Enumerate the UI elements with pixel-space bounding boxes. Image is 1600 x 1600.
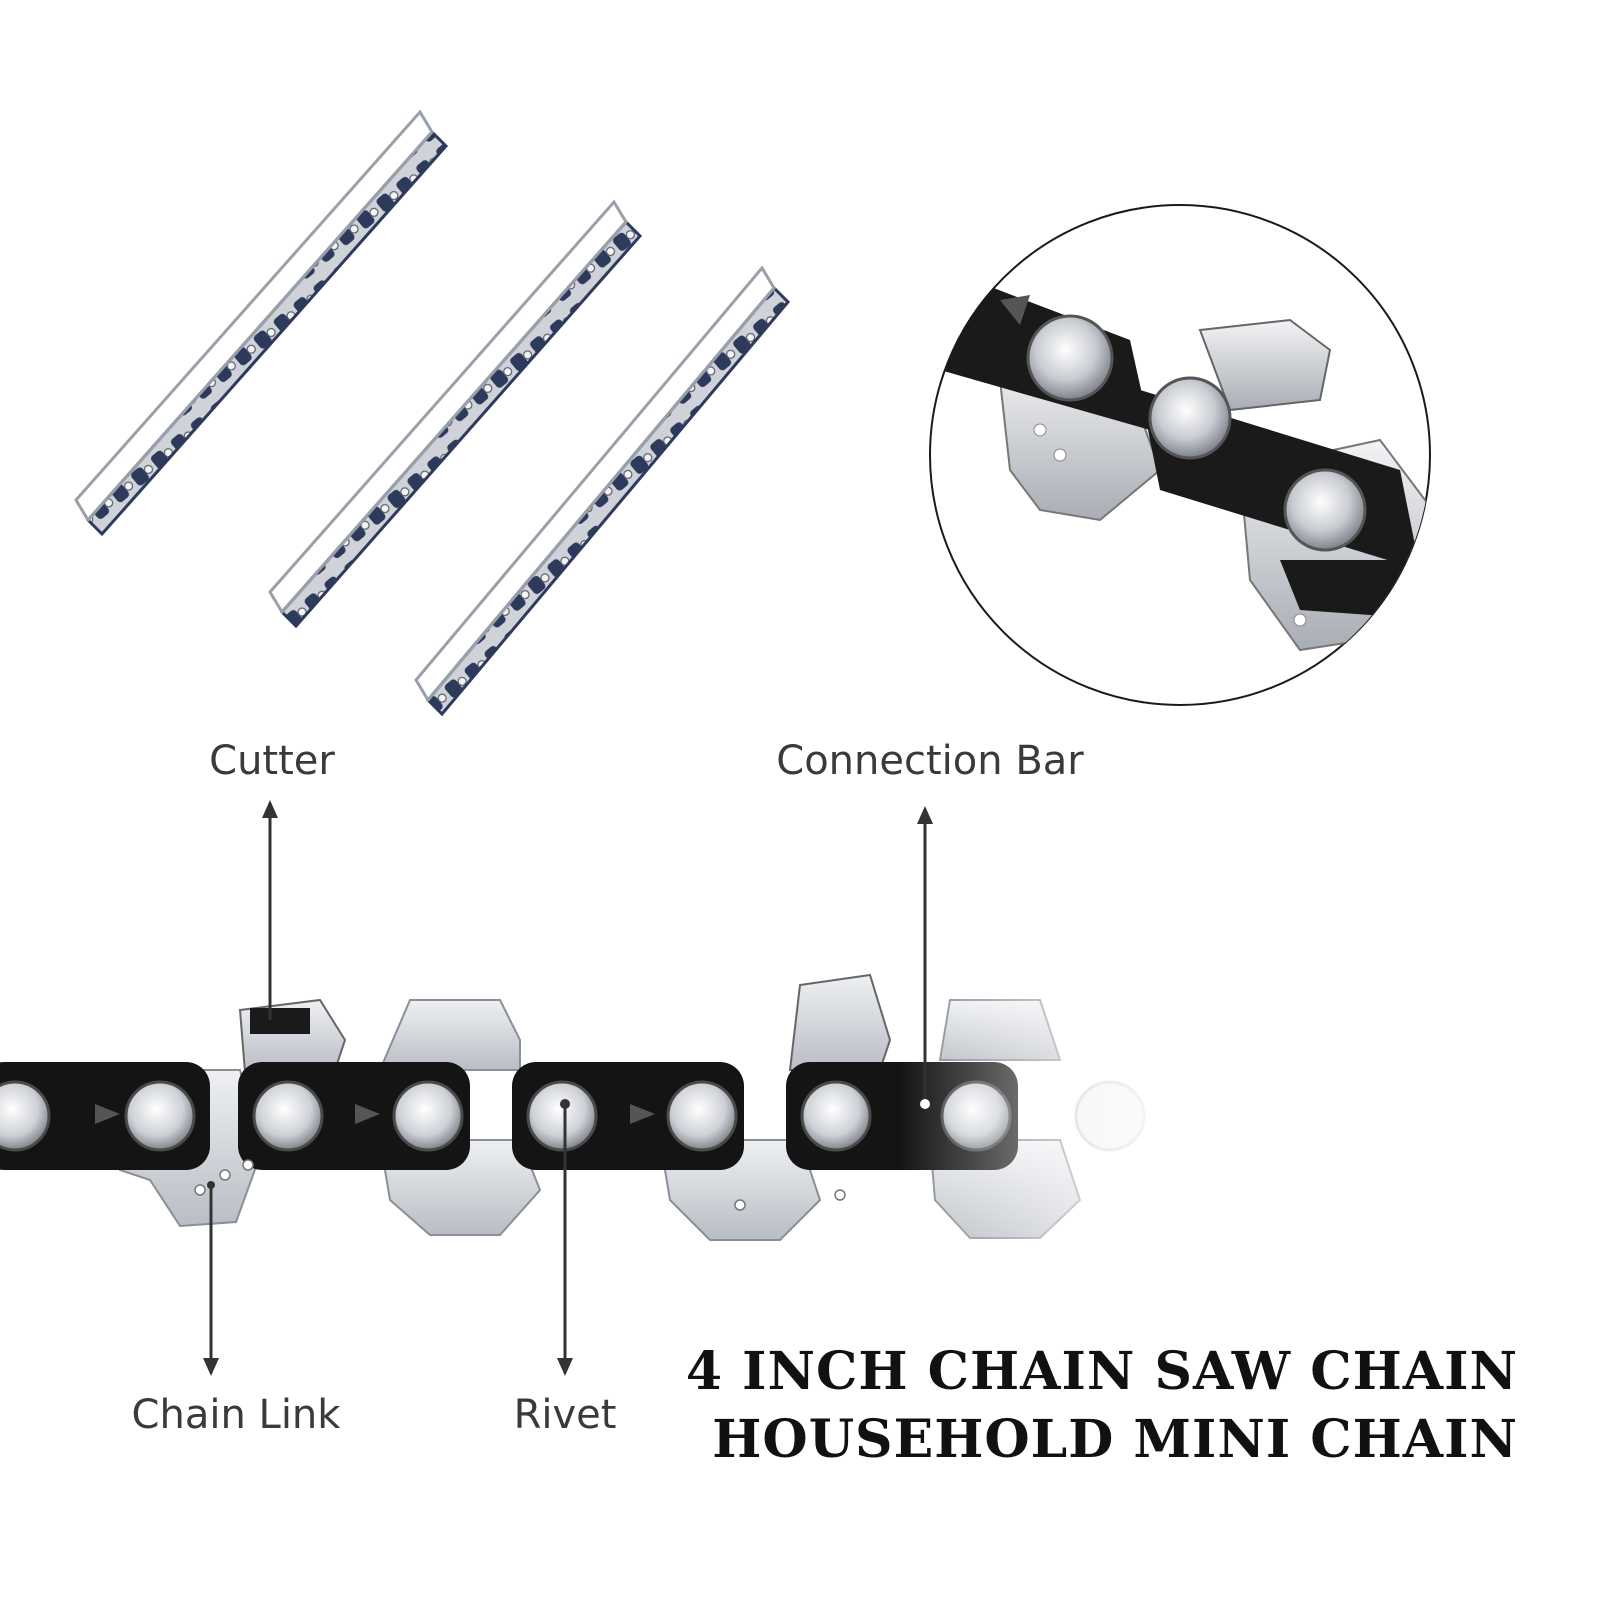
label-connection-bar: Connection Bar (776, 738, 1084, 784)
title-line-2: HOUSEHOLD MINI CHAIN (712, 1409, 1518, 1470)
chain-loop-2 (268, 199, 643, 629)
link-holes (194, 1159, 846, 1211)
label-cutter: Cutter (209, 738, 335, 784)
label-rivet: Rivet (513, 1392, 617, 1438)
title-line-1: 4 INCH CHAIN SAW CHAIN (685, 1341, 1518, 1402)
annotation-arrows (203, 800, 933, 1376)
chain-loop-3 (414, 265, 791, 717)
chain-loop-1 (74, 109, 449, 537)
cutter-tooth (238, 973, 892, 1074)
label-chain-link: Chain Link (131, 1392, 341, 1438)
product-title: 4 INCH CHAIN SAW CHAIN HOUSEHOLD MINI CH… (686, 1338, 1518, 1474)
